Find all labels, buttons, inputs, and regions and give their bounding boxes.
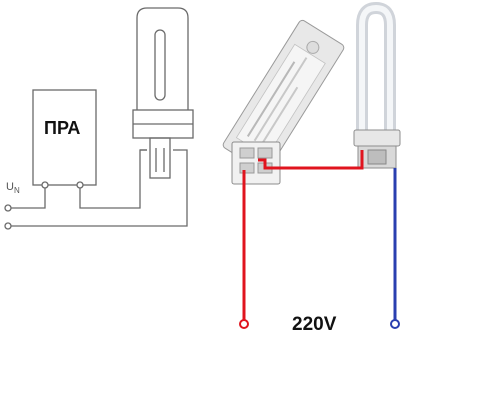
- ballast-box-icon: [32, 89, 97, 186]
- terminal-icon: [4, 222, 12, 230]
- electronic-ballast: [222, 19, 345, 185]
- supply-label: UN: [6, 181, 20, 196]
- terminal-icon: [76, 181, 84, 189]
- voltage-label: 220V: [292, 314, 337, 335]
- ballast-label: ПРА: [44, 118, 81, 138]
- schematic: [4, 7, 194, 230]
- cfl-lamp-photo: [353, 1, 401, 169]
- terminal-icon: [4, 204, 12, 212]
- terminal-icon: [239, 319, 249, 329]
- cfl-lamp-icon: [132, 7, 194, 179]
- terminal-icon: [41, 181, 49, 189]
- terminal-icon: [390, 319, 400, 329]
- phase-wire: [242, 150, 364, 320]
